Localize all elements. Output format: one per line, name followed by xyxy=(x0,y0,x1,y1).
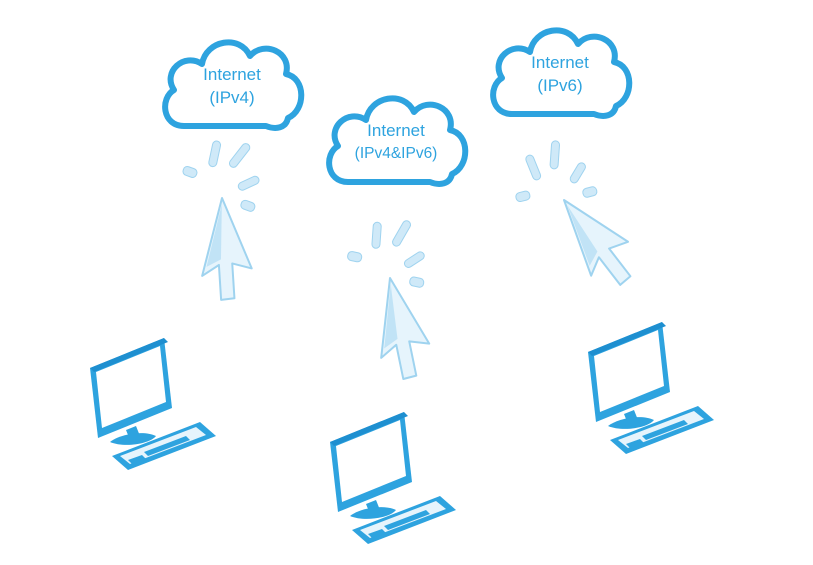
cloud-label-line1: Internet xyxy=(203,65,261,84)
cloud-icon: Internet (IPv4&IPv6) xyxy=(329,98,465,184)
cloud-label-line2: (IPv6) xyxy=(537,76,582,95)
node-center: Internet (IPv4&IPv6) xyxy=(324,98,465,544)
click-cursor-icon xyxy=(144,124,293,307)
cloud-label-line2: (IPv4) xyxy=(209,88,254,107)
cloud-label-line1: Internet xyxy=(367,121,425,140)
cloud-icon: Internet (IPv6) xyxy=(493,30,629,116)
desktop-computer-icon xyxy=(588,322,714,454)
desktop-computer-icon xyxy=(330,412,456,544)
cloud-label-line2: (IPv4&IPv6) xyxy=(355,145,438,162)
node-right: Internet (IPv6) xyxy=(493,30,714,454)
click-cursor-icon xyxy=(324,208,455,384)
click-cursor-icon xyxy=(503,127,639,306)
desktop-computer-icon xyxy=(90,338,216,470)
cloud-icon: Internet (IPv4) xyxy=(165,42,301,128)
node-left: Internet (IPv4) xyxy=(90,42,301,470)
cloud-label-line1: Internet xyxy=(531,53,589,72)
